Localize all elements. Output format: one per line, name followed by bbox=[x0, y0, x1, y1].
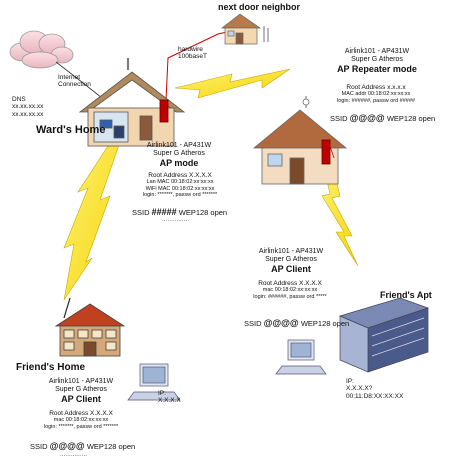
computer-friends-home bbox=[127, 363, 181, 401]
friends-home-ip: IP: X.X.X.X bbox=[158, 390, 181, 405]
wards-home-title: Ward's Home bbox=[36, 124, 106, 136]
wireless-link-bolt-ward-to-friends-home bbox=[63, 139, 121, 301]
friends-home-ssid: SSID @@@@ WEP128 open bbox=[30, 441, 136, 451]
friends-home-config: Airlink101 - AP431W Super G Atheros AP C… bbox=[48, 378, 114, 405]
friends-home-house bbox=[54, 297, 126, 357]
wards-home-house bbox=[78, 58, 186, 147]
internet-cloud bbox=[9, 30, 74, 69]
repeater-ssid: SSID @@@@ WEP128 open bbox=[330, 113, 436, 123]
friends-apt-title: Friend's Apt bbox=[380, 290, 432, 300]
wireless-link-bolt-ward-to-repeater bbox=[174, 68, 291, 99]
wards-home-ssid: SSID ##### WEP128 open bbox=[132, 207, 228, 217]
wards-home-config: Airlink101 - AP431W Super G Atheros AP m… bbox=[146, 142, 212, 169]
repeater-config: Airlink101 - AP431W Super G Atheros AP R… bbox=[337, 48, 417, 75]
neighbor-title: next door neighbor bbox=[218, 2, 300, 12]
friends-apt-building bbox=[338, 297, 430, 373]
computer-friends-apt bbox=[275, 339, 327, 375]
friends-apt-config: Airlink101 - AP431W Super G Atheros AP C… bbox=[258, 248, 324, 275]
neighbor-house bbox=[220, 13, 269, 45]
friends-home-title: Friend's Home bbox=[16, 362, 86, 373]
friends-apt-details: Root Address X.X.X.X mac 00:18:02:xx:xx:… bbox=[253, 280, 327, 300]
repeater-house bbox=[252, 96, 348, 185]
wards-home-dashes: ............... bbox=[162, 216, 190, 223]
friends-home-dashes: ............... bbox=[60, 451, 88, 458]
friends-apt-ip: IP: X.X.X.X? 00:11:D8:XX:XX:XX bbox=[346, 378, 404, 400]
wards-home-details: Root Address X.X.X.X Lan MAC 00:18:02:xx… bbox=[142, 172, 218, 199]
friends-home-details: Root Address X.X.X.X mac 00:18:02:xx:xx:… bbox=[43, 410, 119, 430]
friends-apt-ssid: SSID @@@@ WEP128 open bbox=[244, 318, 350, 328]
repeater-details: Root Address x.x.x.x MAC addr 00:18:02:x… bbox=[337, 84, 415, 104]
internet-connection-line bbox=[55, 61, 103, 99]
